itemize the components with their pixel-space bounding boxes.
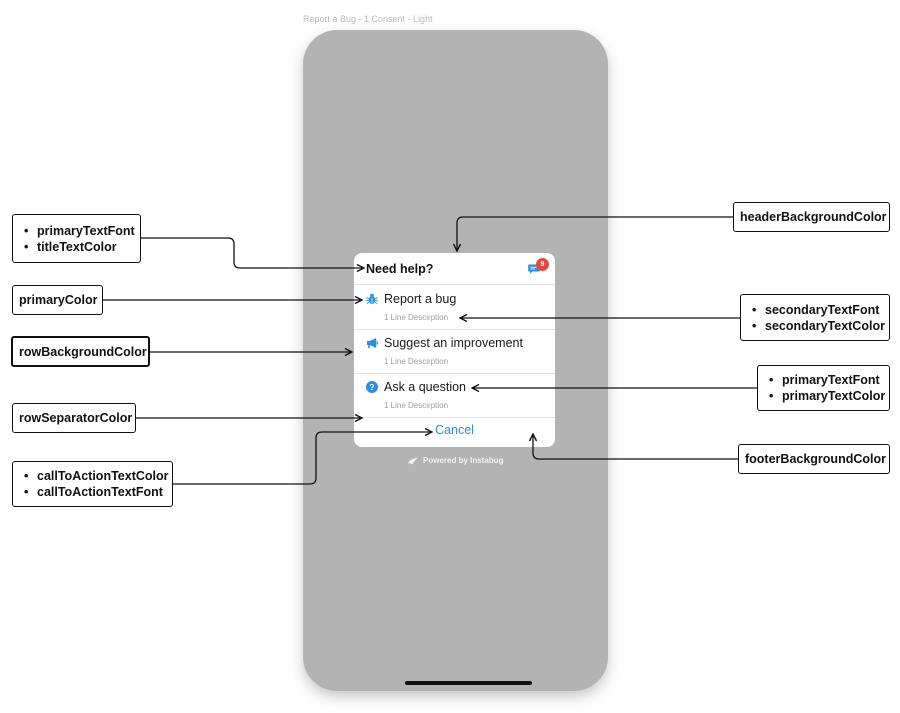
callout-label: headerBackgroundColor [740,210,887,224]
callout-label: rowSeparatorColor [19,411,133,425]
callout-item: callToActionTextFont [24,484,169,500]
callout-item: titleTextColor [24,239,135,255]
list-item-ask-question[interactable]: ? Ask a question 1 Line Descirption [354,374,555,418]
callout-row-separator-color: rowSeparatorColor [12,403,136,433]
notification-badge: 9 [536,258,549,271]
callout-title-text: primaryTextFont titleTextColor [12,214,141,263]
home-indicator [405,681,532,685]
cancel-label: Cancel [435,423,474,437]
powered-by-footer: Powered by Instabug [407,456,503,465]
callout-primary-text: primaryTextFont primaryTextColor [757,365,890,411]
row-description: 1 Line Descirption [384,357,449,366]
svg-text:?: ? [369,382,374,392]
row-description: 1 Line Descirption [384,401,449,410]
instabug-logo-icon [408,457,418,464]
callout-item: secondaryTextFont [752,302,885,318]
phone-mockup: Need help? 9 Report a bug 1 Line Descirp… [303,30,608,691]
callout-label: rowBackgroundColor [19,344,147,359]
question-icon: ? [366,381,378,393]
list-item-suggest-improvement[interactable]: Suggest an improvement 1 Line Descirptio… [354,330,555,374]
callout-primary-color: primaryColor [12,285,103,315]
callout-item: callToActionTextColor [24,468,169,484]
callout-item: secondaryTextColor [752,318,885,334]
help-dialog: Need help? 9 Report a bug 1 Line Descirp… [354,253,555,447]
callout-call-to-action: callToActionTextColor callToActionTextFo… [12,461,173,507]
list-item-report-bug[interactable]: Report a bug 1 Line Descirption [354,286,555,330]
megaphone-icon [367,338,378,349]
callout-item: primaryTextFont [24,223,135,239]
callout-row-background-color: rowBackgroundColor [11,336,150,367]
callout-header-background-color: headerBackgroundColor [733,202,890,232]
callout-label: footerBackgroundColor [745,452,886,466]
callout-secondary-text: secondaryTextFont secondaryTextColor [740,294,890,341]
dialog-header: Need help? 9 [354,253,555,285]
callout-item: primaryTextColor [769,388,885,404]
frame-title: Report a Bug - 1 Consent - Light [303,14,433,24]
cancel-button[interactable]: Cancel [354,418,555,447]
callout-label: primaryColor [19,293,98,307]
callout-footer-background-color: footerBackgroundColor [738,444,890,474]
callout-item: primaryTextFont [769,372,885,388]
row-description: 1 Line Descirption [384,313,449,322]
row-title: Report a bug [384,292,457,306]
dialog-title: Need help? [366,262,434,276]
powered-by-text: Powered by Instabug [423,456,504,465]
bug-icon [366,293,378,304]
row-title: Suggest an improvement [384,336,523,350]
row-title: Ask a question [384,380,466,394]
